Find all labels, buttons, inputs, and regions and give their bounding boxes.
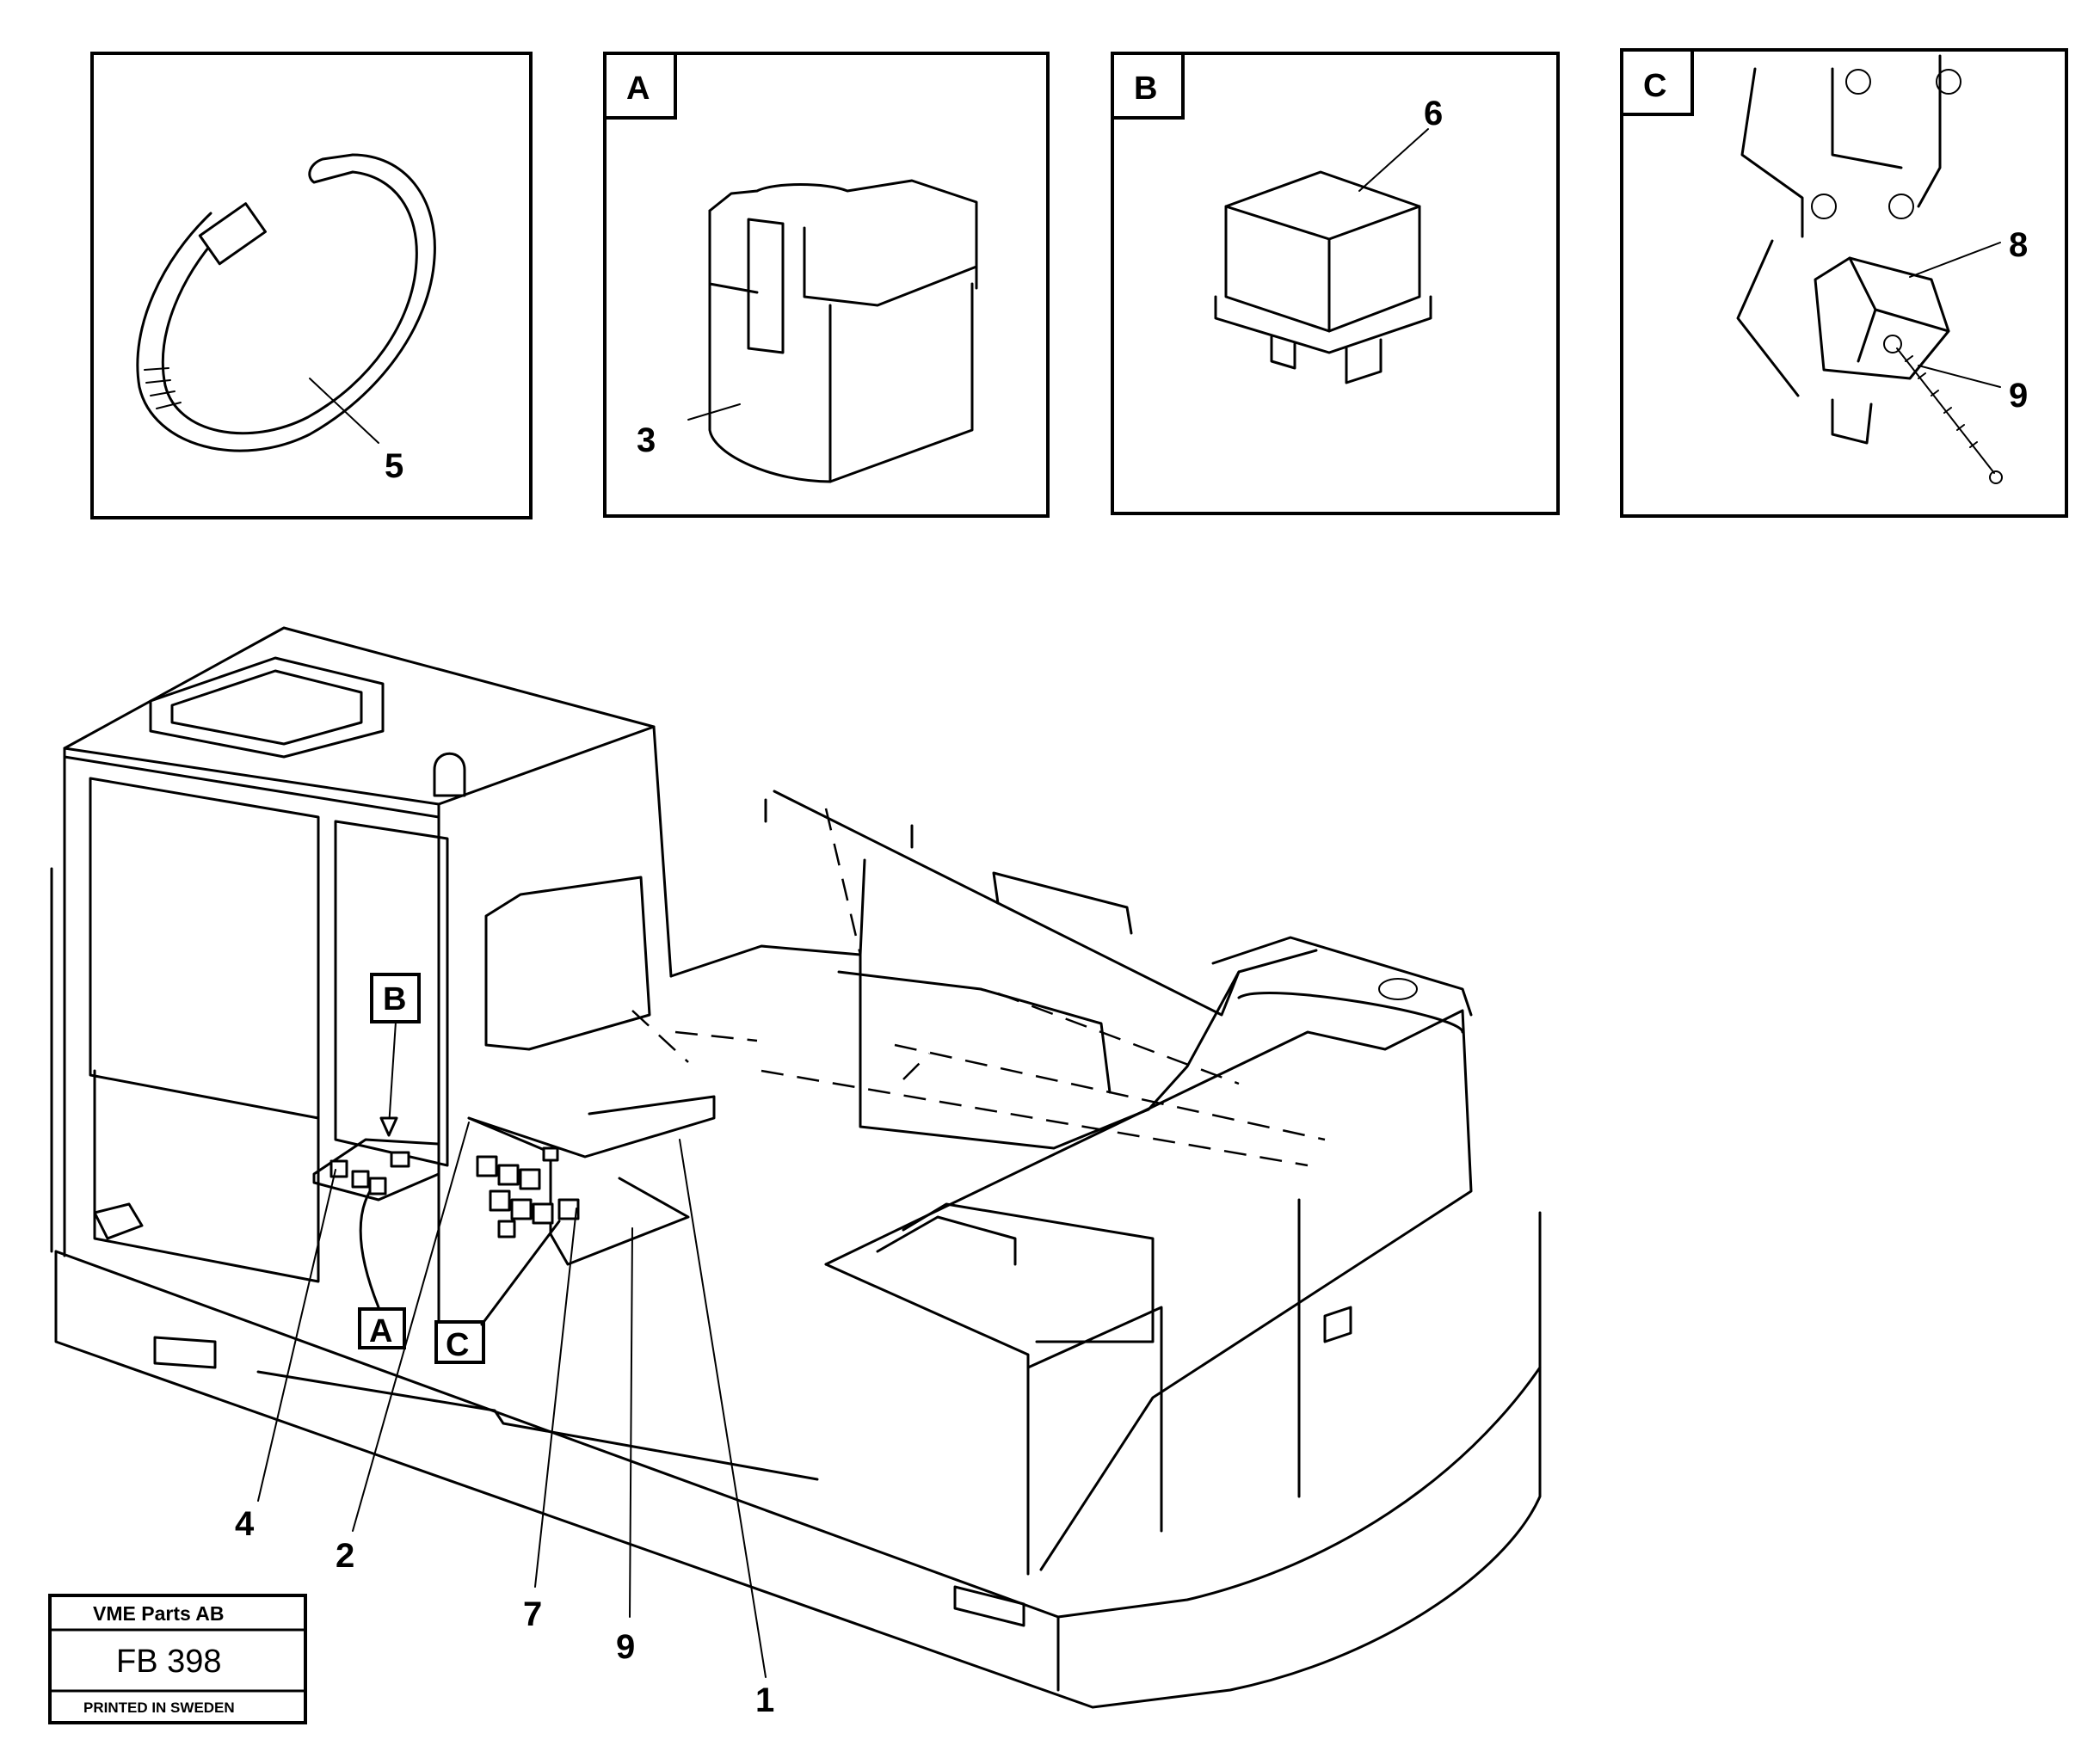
sensor-illustration xyxy=(1736,54,2003,484)
callout-7: 7 xyxy=(523,1595,542,1633)
detail-panel-A: A 3 xyxy=(603,52,1050,518)
panel-A-letter-box xyxy=(603,52,677,120)
cable-tie-illustration xyxy=(136,153,436,452)
leader-5 xyxy=(309,378,379,444)
cover-illustration xyxy=(708,179,978,483)
callout-3: 3 xyxy=(637,421,656,459)
callout-4: 4 xyxy=(235,1505,255,1543)
panel-B-letter-box xyxy=(1111,52,1185,120)
stamp-code: FB 398 xyxy=(116,1644,222,1680)
view-tag-A: A xyxy=(358,1189,406,1349)
panel-C-letter-box xyxy=(1620,48,1694,116)
stamp-printed: PRINTED IN SWEDEN xyxy=(83,1699,235,1716)
view-tag-C: C xyxy=(434,1220,561,1364)
publisher-stamp: VME Parts AB FB 398 PRINTED IN SWEDEN xyxy=(48,1594,307,1724)
main-leaders xyxy=(257,1122,767,1678)
svg-text:B: B xyxy=(383,981,406,1017)
view-tag-B: B xyxy=(370,973,421,1137)
leader-9-detail xyxy=(1918,365,2001,388)
stamp-company: VME Parts AB xyxy=(93,1602,225,1625)
svg-text:A: A xyxy=(369,1313,392,1349)
relay-illustration xyxy=(1214,170,1432,384)
leader-3 xyxy=(687,403,741,421)
leader-8 xyxy=(1909,242,2001,278)
callout-6: 6 xyxy=(1424,95,1443,132)
panel-A-letter: A xyxy=(626,71,650,107)
leader-6 xyxy=(1358,128,1429,192)
svg-text:C: C xyxy=(446,1327,469,1363)
callout-5: 5 xyxy=(385,447,403,485)
callout-2: 2 xyxy=(336,1537,354,1575)
panel-C-letter: C xyxy=(1643,68,1666,104)
callout-9-main: 9 xyxy=(616,1628,635,1666)
callout-1: 1 xyxy=(755,1681,774,1719)
panel-B-letter: B xyxy=(1134,71,1157,107)
callout-8: 8 xyxy=(2009,226,2028,264)
detail-panel-C: C 8 9 xyxy=(1620,48,2068,518)
machine-illustration xyxy=(50,626,1542,1709)
detail-panel-cable-tie: 5 xyxy=(90,52,533,519)
detail-panel-B: B 6 xyxy=(1111,52,1560,515)
callout-9-detail: 9 xyxy=(2009,377,2028,415)
